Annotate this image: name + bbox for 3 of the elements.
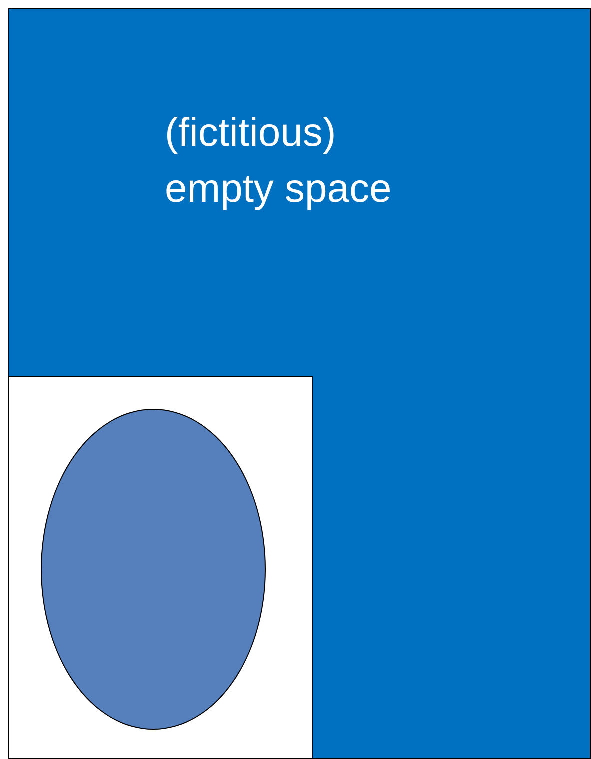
region-panel <box>8 8 591 759</box>
region-label: (fictitious) empty space <box>165 110 393 213</box>
frame-box <box>8 376 312 758</box>
